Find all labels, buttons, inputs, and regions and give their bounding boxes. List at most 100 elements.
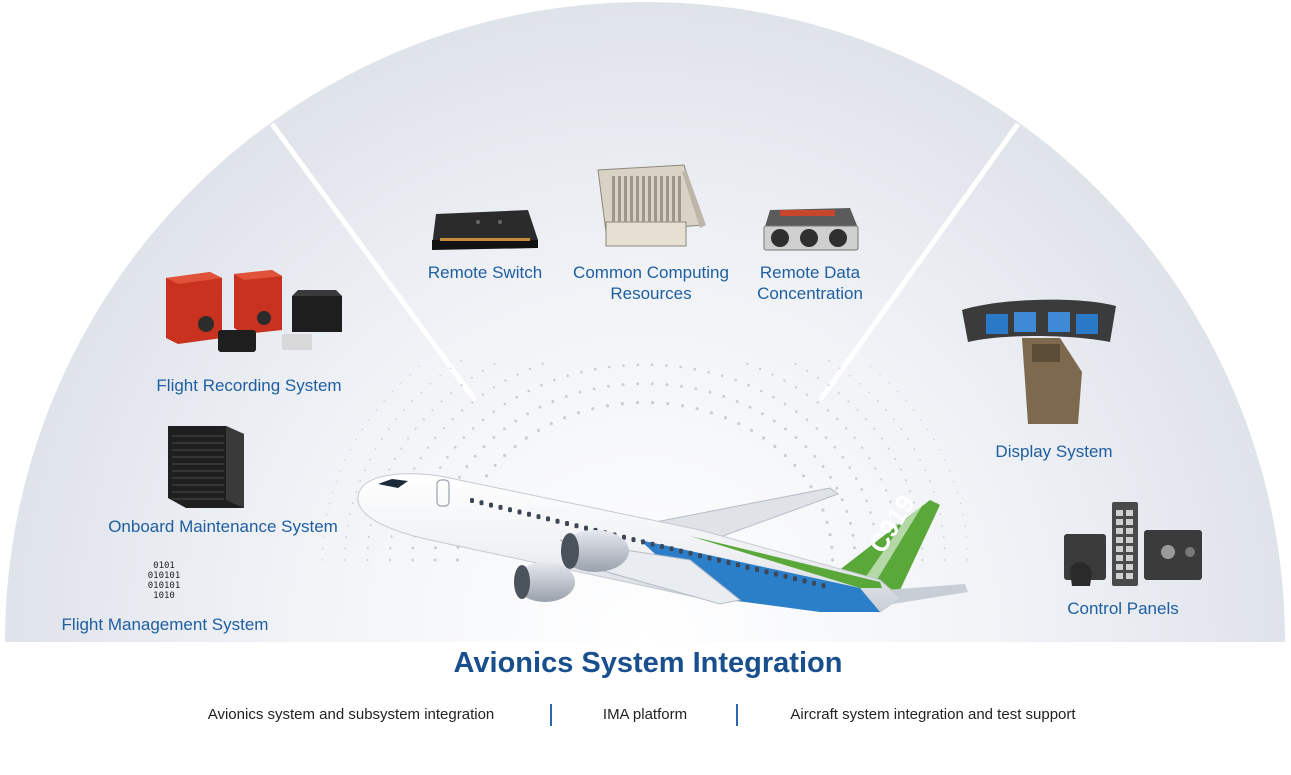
halo-dot [368, 419, 370, 421]
airplane-window [536, 514, 541, 520]
halo-dot [853, 546, 856, 550]
halo-dot [828, 533, 832, 537]
halo-dot [939, 513, 941, 516]
halo-dot [620, 402, 625, 406]
halo-dot [607, 384, 610, 388]
halo-dot [391, 391, 393, 393]
halo-dot [762, 436, 766, 440]
halo-dot [541, 362, 544, 365]
halo-dot [869, 365, 872, 368]
halo-dot [695, 407, 699, 411]
halo-dot [828, 360, 830, 362]
halo-dot [680, 384, 683, 388]
halo-dot [608, 365, 611, 369]
halo-dot [482, 369, 484, 372]
airplane-window [802, 578, 807, 584]
halo-dot [943, 547, 946, 550]
airplane-window [669, 546, 674, 552]
separator [736, 704, 738, 726]
halo-dot [872, 522, 875, 526]
airplane-window [631, 537, 636, 543]
halo-dot [912, 501, 915, 504]
halo-dot [909, 490, 912, 493]
halo-dot [921, 547, 924, 550]
halo-dot [650, 363, 654, 367]
halo-dot [321, 559, 324, 561]
halo-dot [344, 459, 346, 461]
control-panel-icon [1064, 502, 1202, 586]
halo-dot [458, 475, 462, 479]
halo-dot [847, 400, 850, 403]
halo-dot [809, 485, 813, 489]
halo-dot [835, 486, 839, 490]
halo-dot [880, 437, 883, 440]
halo-dot [830, 545, 834, 549]
keypad-key [1126, 519, 1133, 525]
halo-dot [805, 418, 809, 422]
halo-dot [848, 374, 851, 377]
airplane-window [489, 502, 493, 508]
halo-dot [804, 445, 808, 449]
halo-dot [492, 410, 496, 414]
label-flight-management-system: Flight Management System [61, 615, 269, 634]
halo-dot [885, 489, 888, 492]
airplane-window [717, 557, 721, 563]
halo-dot [873, 427, 876, 430]
airplane-window [546, 516, 550, 522]
halo-dot [527, 389, 531, 393]
label-remote-data-concentration: Remote Data Concentration [757, 263, 863, 303]
halo-dot [484, 474, 489, 478]
halo-dot [794, 363, 797, 366]
airplane-window [812, 580, 816, 586]
halo-dot [536, 428, 541, 432]
halo-dot [874, 467, 877, 470]
halo-dot [375, 409, 378, 411]
halo-dot [805, 393, 809, 396]
halo-dot [429, 382, 432, 385]
halo-dot [635, 401, 640, 405]
halo-dot [369, 524, 372, 527]
halo-dot [524, 436, 529, 440]
halo-dot [390, 535, 393, 538]
halo-dot [349, 449, 352, 451]
halo-dot [440, 400, 443, 403]
airplane-window [679, 548, 683, 554]
halo-dot [388, 468, 391, 471]
halo-dot [921, 559, 924, 561]
airplane-window [622, 534, 626, 540]
halo-dot [344, 559, 346, 561]
halo-dot [503, 454, 507, 458]
halo-dot [621, 383, 625, 387]
halo-dot [355, 438, 357, 441]
rack-slot [666, 176, 669, 222]
keypad-key [1126, 573, 1133, 579]
halo-dot [794, 386, 798, 389]
halo-dot [576, 411, 581, 415]
halo-dot [816, 401, 819, 404]
halo-dot [335, 481, 337, 483]
keypad-key [1126, 555, 1133, 561]
halo-dot [721, 374, 724, 378]
halo-dot [594, 367, 597, 371]
halo-dot [471, 376, 473, 379]
airplane-window [574, 523, 579, 529]
halo-dot [783, 379, 786, 382]
airplane-window [508, 507, 512, 513]
airplane-window [707, 555, 712, 561]
binary-code-icon: 0101 010101 010101 1010 [147, 561, 181, 601]
halo-dot [868, 391, 870, 394]
halo-dot [723, 416, 728, 420]
halo-dot [515, 395, 518, 399]
keypad-key [1116, 528, 1123, 534]
halo-dot [848, 466, 852, 469]
halo-dot [471, 427, 475, 430]
airplane-window [498, 504, 503, 510]
label-flight-recording-system: Flight Recording System [156, 376, 342, 395]
halo-dot [793, 463, 797, 467]
halo-dot [737, 422, 741, 426]
halo-dot [460, 360, 462, 362]
halo-dot [411, 558, 414, 562]
airplane-window [565, 521, 569, 526]
halo-dot [861, 446, 864, 449]
dot-halo [321, 360, 969, 562]
